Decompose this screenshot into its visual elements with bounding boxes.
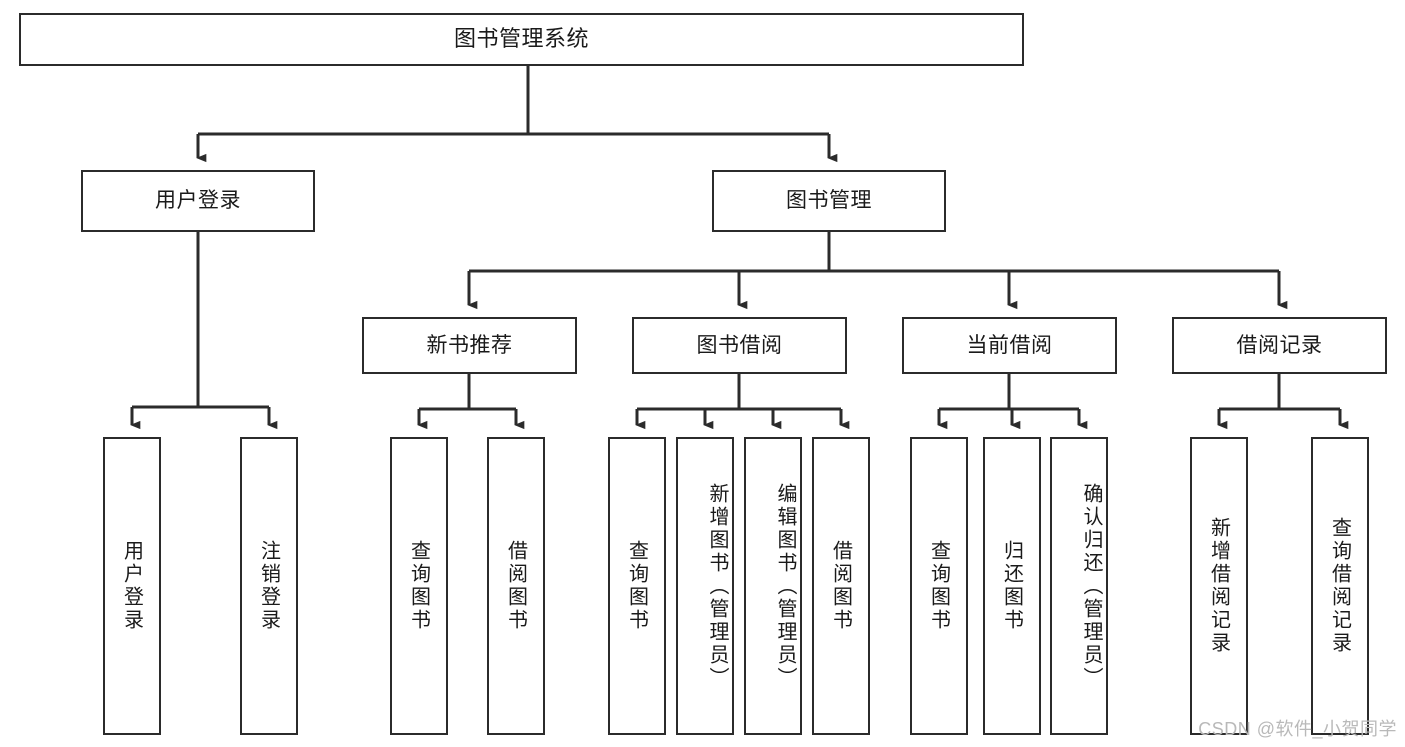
node-leaf-edit-book[interactable]: 编辑图书（管理员） [744,437,802,735]
node-borrow-record[interactable]: 借阅记录 [1172,317,1387,374]
node-leaf-borrow-book-2[interactable]: 借阅图书 [812,437,870,735]
node-user-login[interactable]: 用户登录 [81,170,315,232]
leaf-label: 查询图书 [625,540,648,632]
node-leaf-query-book-3[interactable]: 查询图书 [910,437,968,735]
leaf-label: 确认归还（管理员） [1080,482,1102,690]
leaf-label: 查询借阅记录 [1328,517,1351,655]
node-leaf-add-record[interactable]: 新增借阅记录 [1190,437,1248,735]
node-book-manage[interactable]: 图书管理 [712,170,946,232]
leaf-label: 借阅图书 [829,540,852,632]
node-leaf-add-book[interactable]: 新增图书（管理员） [676,437,734,735]
node-root[interactable]: 图书管理系统 [19,13,1024,66]
node-new-book-recommend[interactable]: 新书推荐 [362,317,577,374]
leaf-label: 查询图书 [927,540,950,632]
node-leaf-logout[interactable]: 注销登录 [240,437,298,735]
leaf-label: 编辑图书（管理员） [774,482,796,690]
node-leaf-return-book[interactable]: 归还图书 [983,437,1041,735]
node-leaf-query-book-1[interactable]: 查询图书 [390,437,448,735]
leaf-label: 查询图书 [407,540,430,632]
node-leaf-borrow-book-1[interactable]: 借阅图书 [487,437,545,735]
leaf-label: 新增借阅记录 [1207,517,1230,655]
node-leaf-query-book-2[interactable]: 查询图书 [608,437,666,735]
watermark: CSDN @软件_小贺同学 [1198,719,1397,739]
node-leaf-user-login[interactable]: 用户登录 [103,437,161,735]
leaf-label: 借阅图书 [504,540,527,632]
node-book-borrow[interactable]: 图书借阅 [632,317,847,374]
leaf-label: 新增图书（管理员） [706,482,728,690]
node-leaf-query-record[interactable]: 查询借阅记录 [1311,437,1369,735]
leaf-label: 用户登录 [120,540,143,632]
leaf-label: 注销登录 [257,540,280,632]
node-leaf-confirm-return[interactable]: 确认归还（管理员） [1050,437,1108,735]
node-current-borrow[interactable]: 当前借阅 [902,317,1117,374]
leaf-label: 归还图书 [1000,540,1023,632]
